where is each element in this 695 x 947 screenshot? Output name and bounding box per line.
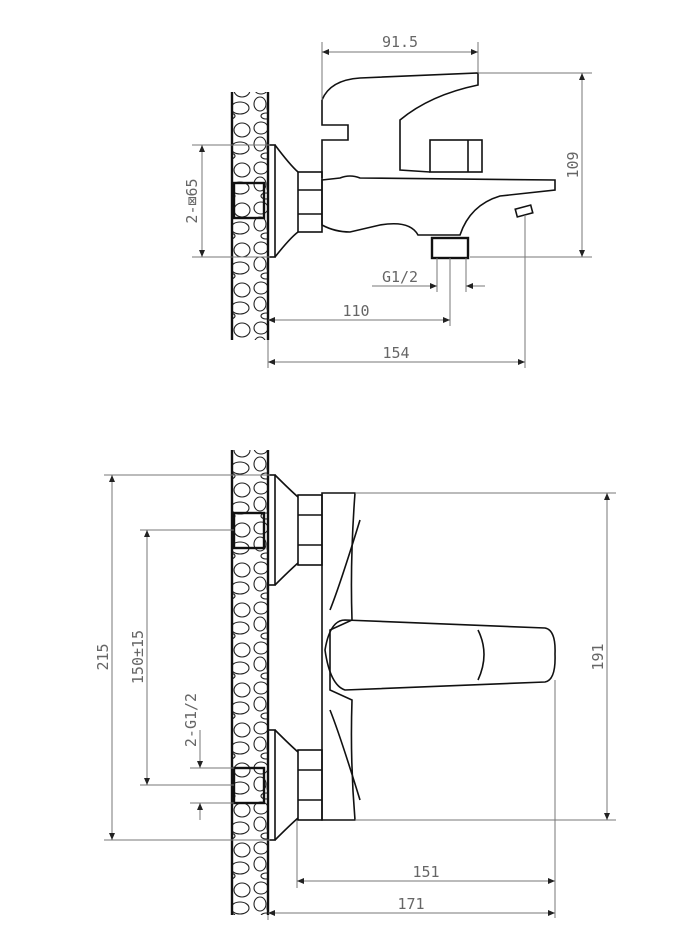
side-view: 91.5 109 2-⊠65 G1/2 110 154 xyxy=(183,33,592,368)
wall-section-front xyxy=(230,450,270,915)
dimensions-front: 215 150±15 2-G1/2 191 151 171 xyxy=(94,474,616,920)
dim-inlet-thread: 2-G1/2 xyxy=(182,693,200,747)
dim-square: 2-⊠65 xyxy=(183,178,201,223)
dimensions-side: 91.5 109 2-⊠65 G1/2 110 154 xyxy=(183,33,592,368)
dim-total-length: 171 xyxy=(397,895,424,913)
dim-centers: 150±15 xyxy=(129,630,147,684)
dim-lever-reach: 91.5 xyxy=(382,33,418,51)
dim-lever-length: 151 xyxy=(412,863,439,881)
dim-height: 109 xyxy=(564,151,582,178)
dim-outlet-offset: 110 xyxy=(342,302,369,320)
dim-outlet-thread: G1/2 xyxy=(382,268,418,286)
front-view: 215 150±15 2-G1/2 191 151 171 xyxy=(94,450,616,920)
dim-total-depth: 154 xyxy=(382,344,409,362)
faucet-front xyxy=(267,474,556,841)
wall-section xyxy=(230,92,270,340)
faucet-side xyxy=(267,72,556,260)
dim-body-height: 191 xyxy=(589,643,607,670)
dim-overall-height: 215 xyxy=(94,643,112,670)
